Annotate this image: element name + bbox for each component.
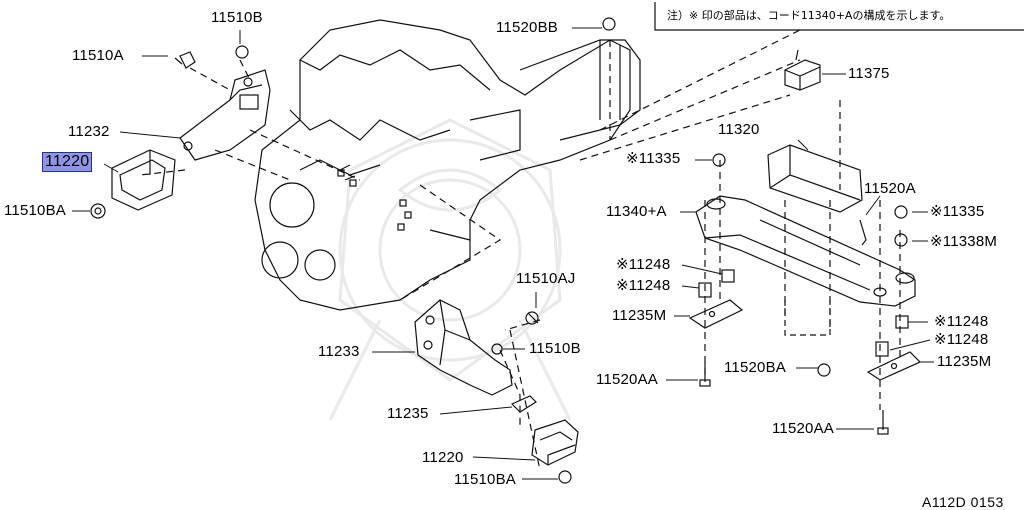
- bracket-11232: [179, 69, 271, 161]
- note-box-border: [654, 2, 1024, 31]
- rubber-mounts-11248: [698, 269, 909, 357]
- part-label-11520aa-left[interactable]: 11520AA: [596, 371, 659, 388]
- crossmember-11340a: [695, 195, 916, 307]
- part-label-11340a[interactable]: 11340+A: [606, 203, 667, 220]
- part-label-11235[interactable]: 11235: [387, 405, 429, 422]
- part-label-11520ba[interactable]: 11520BA: [724, 359, 787, 376]
- part-label-11510ba-bottom[interactable]: 11510BA: [454, 471, 517, 488]
- part-label-11510ba-left[interactable]: 11510BA: [4, 202, 67, 219]
- insulator-11220-bottom: [531, 419, 579, 466]
- part-label-11335-a[interactable]: ※11335: [626, 150, 681, 167]
- diagram-code: A112D 0153: [922, 494, 1004, 510]
- part-label-11235m-left[interactable]: 11235M: [612, 307, 667, 324]
- leader-lines: [72, 27, 934, 480]
- heat-shield-11320: [767, 144, 863, 213]
- part-label-11235m-right[interactable]: 11235M: [937, 353, 992, 370]
- fasteners: [90, 17, 908, 484]
- insulator-11220-left: [111, 149, 176, 211]
- transmission-outline: [519, 39, 641, 141]
- part-label-11338m[interactable]: ※11338M: [930, 233, 998, 250]
- part-label-11248-c[interactable]: ※11248: [934, 313, 989, 330]
- part-label-11335-b[interactable]: ※11335: [930, 203, 985, 220]
- part-label-11510aj[interactable]: 11510AJ: [516, 270, 576, 287]
- engine-outline: [254, 19, 631, 311]
- part-label-11510b-mid[interactable]: 11510B: [529, 340, 581, 357]
- damper-11375: [784, 49, 821, 91]
- part-label-11320[interactable]: 11320: [718, 121, 760, 138]
- footnote-text: 注）※ 印の部品は、コード11340+Aの構成を示します。: [667, 9, 951, 22]
- part-label-11520aa-right[interactable]: 11520AA: [772, 420, 835, 437]
- plate-11235: [510, 395, 537, 413]
- part-label-11510b-top[interactable]: 11510B: [211, 9, 263, 26]
- part-label-11220-highlighted[interactable]: 11220: [41, 152, 93, 172]
- part-label-11220-bottom[interactable]: 11220: [422, 449, 464, 466]
- part-label-11375[interactable]: 11375: [848, 65, 890, 82]
- mount-box-outline: [784, 300, 831, 336]
- part-label-11248-d[interactable]: ※11248: [934, 331, 989, 348]
- part-label-11233[interactable]: 11233: [318, 343, 360, 360]
- part-label-11520bb[interactable]: 11520BB: [496, 19, 559, 36]
- part-label-11248-a[interactable]: ※11248: [616, 256, 671, 273]
- part-label-11510a[interactable]: 11510A: [72, 47, 124, 64]
- part-label-11232[interactable]: 11232: [68, 123, 110, 140]
- part-label-11520a[interactable]: 11520A: [864, 180, 916, 197]
- bracket-11233: [414, 299, 513, 396]
- assembly-lines: [139, 29, 901, 471]
- part-label-11248-b[interactable]: ※11248: [616, 277, 671, 294]
- watermark: [328, 118, 572, 421]
